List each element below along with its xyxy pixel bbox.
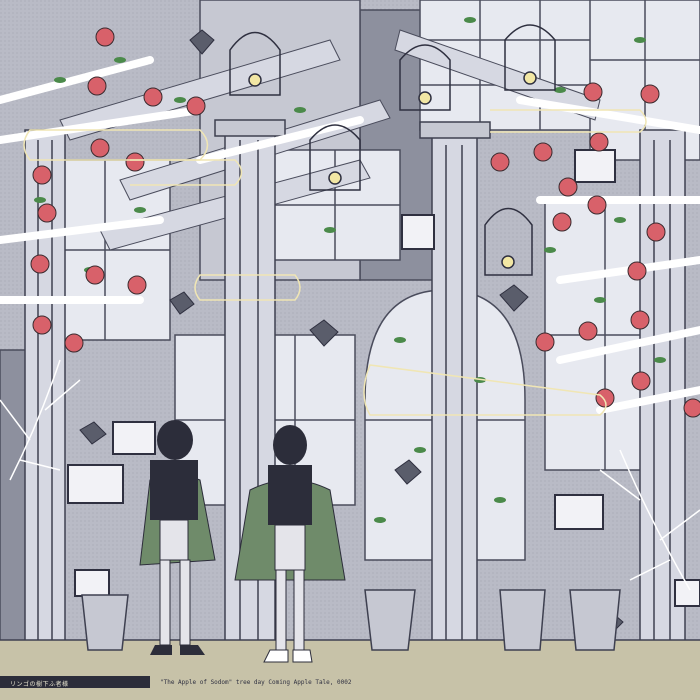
caption-strip-left: [0, 676, 150, 688]
leaves: [34, 17, 666, 523]
figure-left: [139, 420, 216, 655]
planters: [81, 589, 621, 651]
bare-branches: [0, 359, 700, 591]
figure-right: [234, 425, 346, 663]
cloud-ribbons: [23, 109, 647, 416]
caption-title: "The Apple of Sodom" tree day Coming App…: [160, 679, 352, 686]
caption-japanese: リンゴの樹下ふ者様: [10, 681, 69, 688]
apple-trees: [0, 56, 700, 414]
bird-cages: [229, 24, 556, 276]
picture-frames: [67, 149, 700, 607]
